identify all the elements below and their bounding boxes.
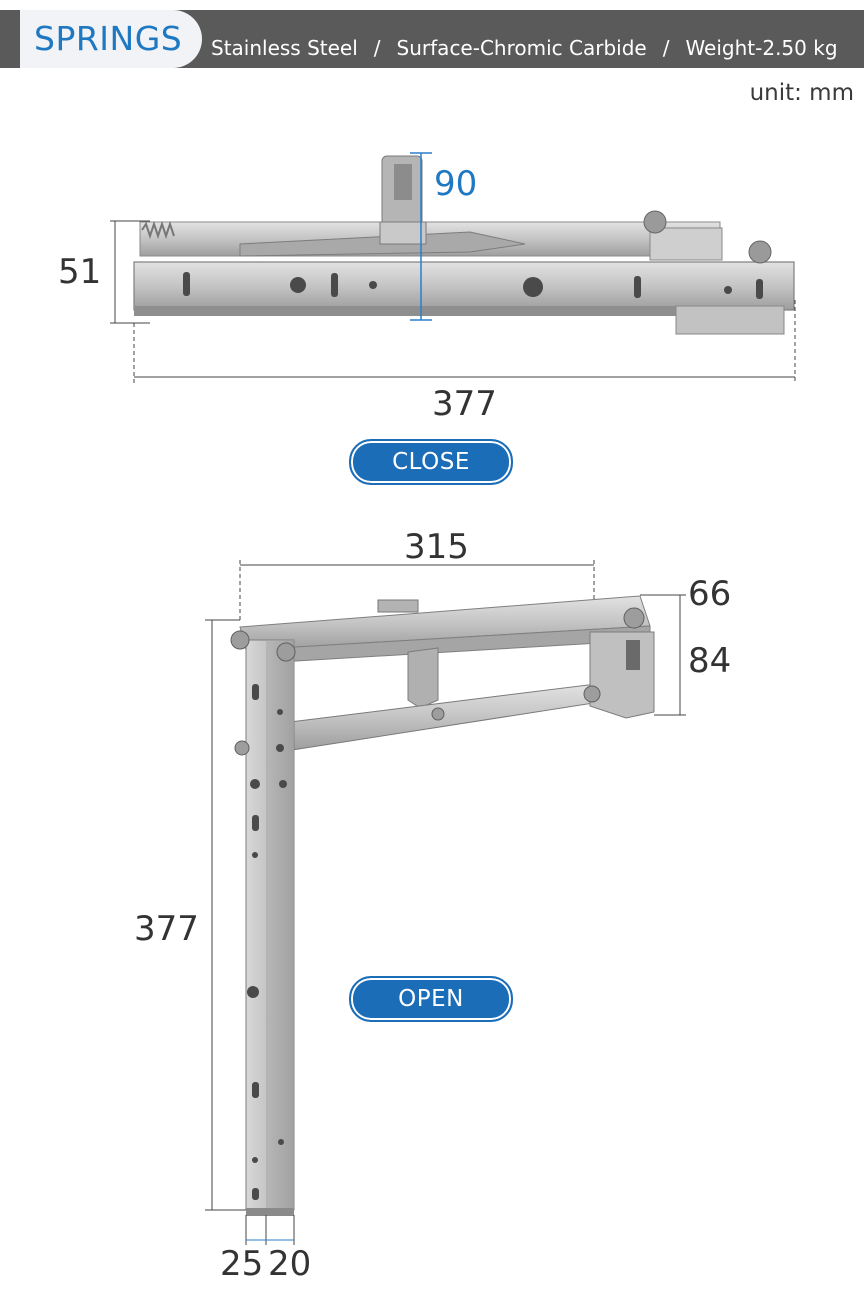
header-bar: SPRINGS Stainless Steel / Surface-Chromi… <box>0 10 864 68</box>
dim-open-upper-offset: 66 <box>688 574 732 614</box>
spec-surface: Surface-Chromic Carbide <box>396 36 647 60</box>
pivot-bolts <box>230 607 645 756</box>
mounting-holes <box>183 272 763 299</box>
header-title-pill <box>20 10 202 68</box>
dim-open-tube-width: 20 <box>268 1244 312 1284</box>
close-state-badge: CLOSE <box>349 439 513 485</box>
spec-list: Stainless Steel / Surface-Chromic Carbid… <box>211 26 838 70</box>
unit-note: unit: mm <box>749 80 854 106</box>
spec-material: Stainless Steel <box>211 36 358 60</box>
spec-separator: / <box>373 36 381 60</box>
dim-open-tube-depth: 25 <box>220 1244 264 1284</box>
dim-open-leg-length: 377 <box>134 909 199 949</box>
leg-holes <box>247 684 287 1200</box>
closed-dimension-lines <box>110 220 796 384</box>
dim-close-height: 51 <box>58 252 102 292</box>
dim-close-length: 377 <box>432 384 497 424</box>
header-title: SPRINGS <box>34 19 183 58</box>
spec-separator: / <box>662 36 670 60</box>
open-state-badge: OPEN <box>349 976 513 1022</box>
open-hinge <box>205 560 686 1245</box>
open-dimension-lines <box>205 560 686 1245</box>
closed-hinge <box>110 152 796 384</box>
spring-coil <box>141 220 175 240</box>
dim-close-bracket-height: 90 <box>434 164 478 204</box>
spec-weight: Weight-2.50 kg <box>685 36 838 60</box>
dim-open-plate-height: 84 <box>688 641 732 681</box>
dim-open-arm-length: 315 <box>404 527 469 567</box>
